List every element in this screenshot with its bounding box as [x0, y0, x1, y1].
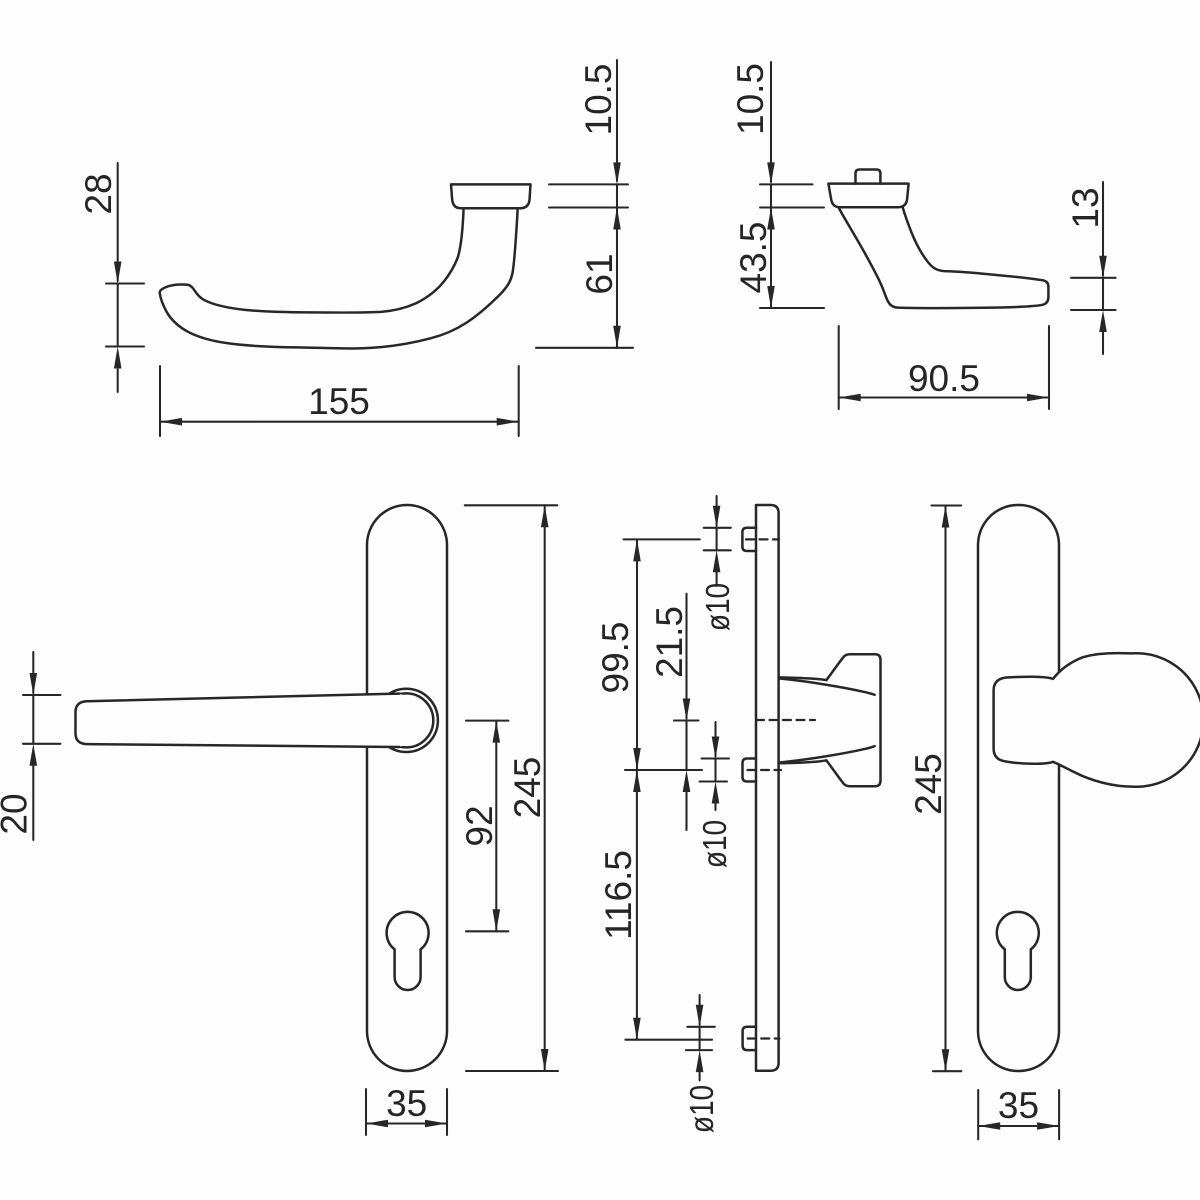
- svg-text:90.5: 90.5: [908, 358, 980, 399]
- svg-text:10.5: 10.5: [730, 63, 771, 135]
- svg-text:245: 245: [908, 753, 949, 815]
- svg-text:245: 245: [507, 757, 548, 819]
- svg-text:ø10: ø10: [697, 820, 734, 868]
- svg-text:35: 35: [998, 1085, 1039, 1126]
- svg-text:ø10: ø10: [700, 583, 737, 631]
- svg-text:10.5: 10.5: [578, 63, 619, 135]
- svg-text:20: 20: [0, 793, 35, 834]
- svg-text:155: 155: [308, 381, 370, 422]
- svg-text:35: 35: [386, 1083, 427, 1124]
- svg-text:ø10: ø10: [684, 1085, 721, 1133]
- svg-text:21.5: 21.5: [649, 606, 690, 678]
- svg-text:116.5: 116.5: [598, 850, 639, 940]
- svg-text:13: 13: [1065, 187, 1106, 228]
- svg-text:61: 61: [579, 253, 620, 294]
- svg-text:43.5: 43.5: [733, 221, 774, 293]
- svg-text:99.5: 99.5: [595, 621, 636, 693]
- svg-text:92: 92: [459, 805, 500, 846]
- svg-text:28: 28: [78, 173, 119, 214]
